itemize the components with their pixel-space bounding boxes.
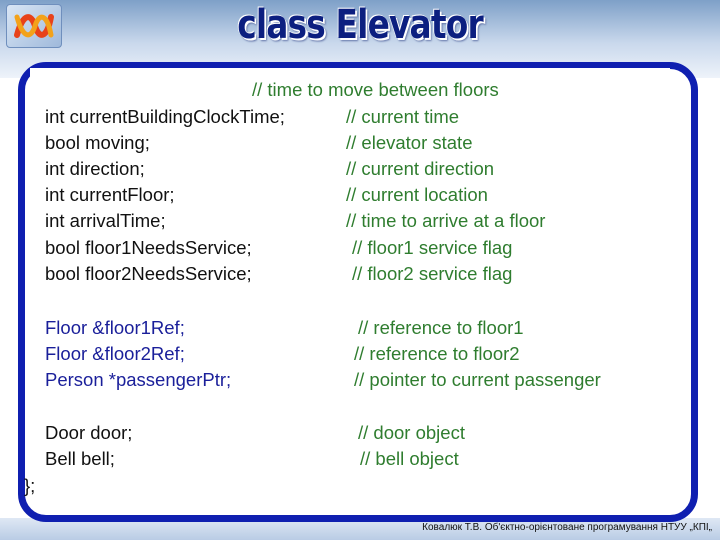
code-declaration: Bell bell;: [45, 448, 115, 469]
code-declaration: Door door;: [45, 422, 133, 443]
code-declaration: bool floor2NeedsService;: [45, 263, 252, 284]
code-declaration: Floor &floor2Ref;: [45, 343, 185, 364]
code-comment: // pointer to current passenger: [354, 369, 601, 390]
code-declaration: int arrivalTime;: [45, 210, 166, 231]
code-comment: // reference to floor1: [358, 317, 524, 338]
slide-title: class Elevator: [237, 2, 483, 48]
code-comment: // floor1 service flag: [352, 237, 513, 258]
code-comment: // time to arrive at a floor: [346, 210, 546, 231]
code-comment: // door object: [358, 422, 465, 443]
code-declaration: int currentFloor;: [45, 184, 175, 205]
code-comment: // current location: [346, 184, 488, 205]
code-declaration: Person *passengerPtr;: [45, 369, 232, 390]
code-comment: // time to move between floors: [252, 79, 499, 100]
code-declaration: bool floor1NeedsService;: [45, 237, 252, 258]
code-comment: // bell object: [360, 448, 459, 469]
code-comment: // reference to floor2: [354, 343, 520, 364]
code-declaration: };: [24, 475, 36, 496]
code-comment: // current time: [346, 106, 460, 127]
code-declaration: bool moving;: [45, 132, 150, 153]
code-comment: // elevator state: [346, 132, 473, 153]
code-comment: // floor2 service flag: [352, 263, 513, 284]
code-panel: // time to move between floors int curre…: [24, 68, 670, 500]
code-declaration: int currentBuildingClockTime;: [45, 106, 285, 127]
code-comment: // current direction: [346, 158, 495, 179]
code-declaration: int direction;: [45, 158, 145, 179]
author-footer: Ковалюк Т.В. Об'єктно-орієнтоване програ…: [422, 522, 712, 533]
course-logo: [6, 4, 62, 48]
code-declaration: Floor &floor1Ref;: [45, 317, 185, 338]
footer-band: [0, 518, 720, 540]
